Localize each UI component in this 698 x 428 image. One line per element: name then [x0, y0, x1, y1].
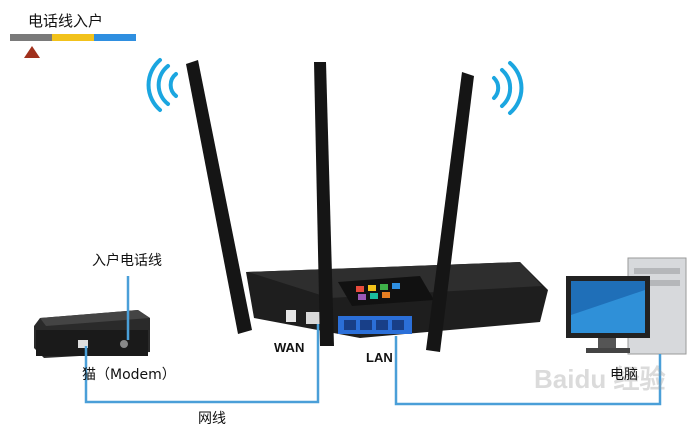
position-marker-icon [24, 46, 40, 58]
network-cable-router-computer [394, 336, 662, 406]
wifi-signal-icon [146, 58, 178, 112]
wan-port [306, 312, 320, 324]
lan-label: LAN [366, 350, 393, 365]
antenna-left [186, 60, 252, 334]
title-label: 电话线入户 [28, 12, 104, 30]
router [186, 60, 548, 352]
wifi-signal-icon [492, 61, 524, 115]
modem-label: 猫（Modem） [82, 367, 176, 383]
color-bar [10, 34, 136, 41]
wan-label: WAN [274, 340, 305, 355]
modem [34, 310, 150, 358]
phone-line-label: 入户电话线 [92, 253, 162, 269]
watermark-text: Baidu 经验 [534, 364, 665, 394]
antenna-right [426, 72, 474, 352]
computer [566, 257, 687, 355]
watermark: Baidu 经验 [534, 364, 665, 394]
antenna-middle [314, 62, 334, 346]
cables [84, 276, 662, 406]
network-cable-modem-router [84, 324, 320, 404]
network-cable-label: 网线 [198, 411, 226, 427]
computer-label: 电脑 [610, 367, 638, 383]
